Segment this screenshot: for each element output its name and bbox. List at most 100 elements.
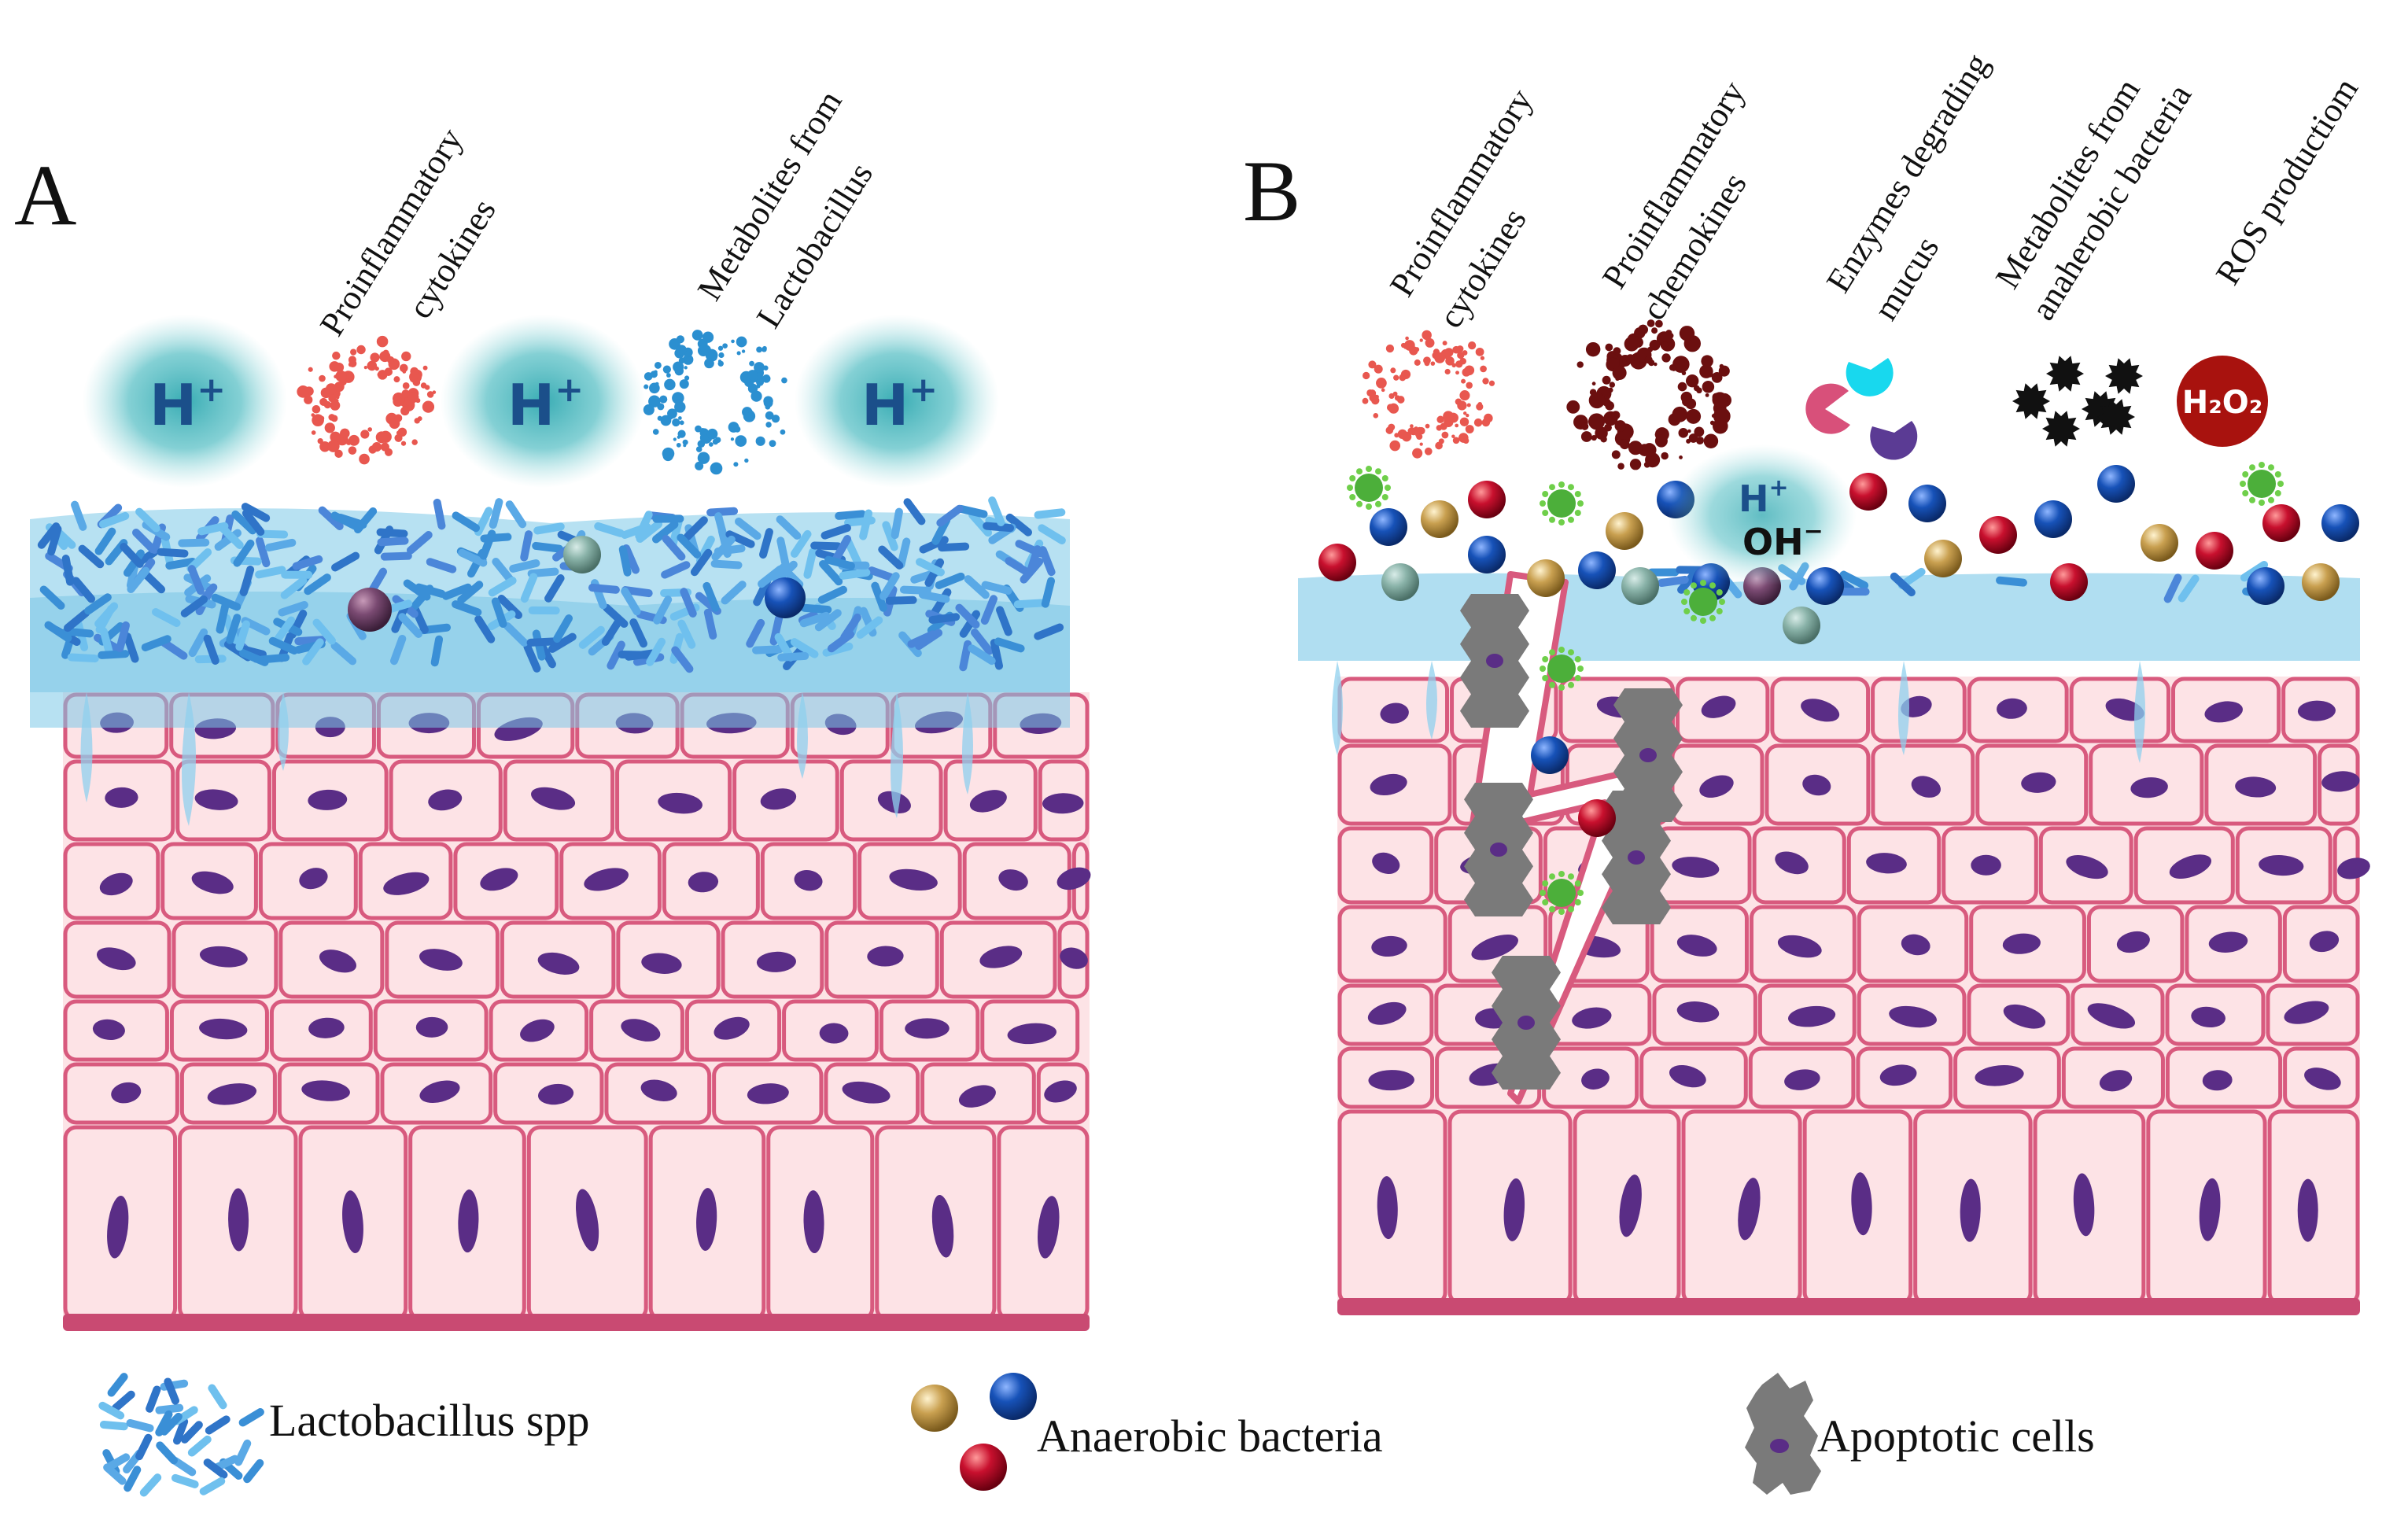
cell-nucleus [979,946,1023,968]
virus-spike [1574,656,1581,662]
lactobacillus-rod [243,1458,264,1484]
signal-molecule [1713,418,1728,434]
lactobacillus-rod [1038,524,1066,544]
signal-molecule [400,441,407,446]
lactobacillus-rod [235,620,250,651]
signal-molecule [717,360,722,363]
signal-molecule [695,425,702,433]
signal-molecule [781,377,787,384]
lactobacillus-rod [492,558,515,584]
cell-nucleus [1851,1172,1872,1236]
signal-molecule [755,436,765,446]
lactobacillus-rod [72,577,96,603]
signal-molecule [1675,360,1680,365]
cell-nucleus [1901,934,1930,956]
lactobacillus-rod [99,627,114,658]
lactobacillus-rod [1005,513,1033,537]
virus-spike [1542,491,1549,497]
basement-membrane [1337,1298,2360,1315]
lactobacillus-rod [928,613,961,624]
bacterium-blue [765,577,806,618]
virus-spike [1375,468,1381,475]
apoptotic-nucleus [1639,748,1657,762]
signal-molecule [1466,382,1473,389]
signal-molecule [1476,403,1484,411]
signal-molecule [682,354,694,365]
anaerobic-bacterium [2034,500,2072,538]
cell-nucleus [576,1189,599,1252]
lactobacillus-rod [980,595,998,625]
ros-particle-icon [2105,358,2143,394]
signal-molecule [432,390,437,394]
lactobacillus-rod [800,603,832,614]
signal-molecule [1463,411,1467,415]
signal-molecule [1443,411,1454,422]
signal-molecule [1718,365,1730,377]
signal-molecule [652,429,659,435]
cell-nucleus [889,868,938,891]
lactobacillus-rod [988,496,1005,526]
virus-spike [1542,510,1549,516]
virus-spike [1568,516,1574,523]
oh-ion-label-b: OH− [1742,518,1824,563]
signal-molecule [1680,391,1693,404]
cell-nucleus [2297,1178,2318,1242]
cell-nucleus [1471,935,1518,961]
signal-molecule [1624,336,1639,352]
cell-nucleus [2321,771,2360,792]
signal-molecule [1465,425,1474,434]
cell-nucleus [905,1018,950,1039]
signal-molecule [650,371,658,378]
legend-apoptotic: Apoptotic cells [1745,1373,2095,1495]
signal-molecule [755,378,765,386]
lactobacillus-rod [39,585,65,610]
legend-lactobacillus: Lactobacillus spp [98,1373,590,1497]
lactobacillus-rod [601,618,622,646]
signal-molecule [1591,382,1596,386]
signal-molecule [312,404,321,414]
signal-molecule [643,404,655,415]
lactobacillus-rod [957,504,988,518]
apoptotic-cell-icon [1745,1373,1821,1495]
legend: Lactobacillus spp Anaerobic bacteria Apo… [98,1373,2095,1497]
signal-molecule [319,441,330,452]
lactobacillus-rod [238,649,269,666]
lactobacillus-rod [47,525,62,556]
panel-a-letter: A [14,147,76,243]
virus-spike [1549,484,1555,491]
cell-nucleus [99,872,133,896]
cell-nucleus [1368,1070,1414,1091]
signal-molecule [1612,365,1627,381]
virus-spike [2249,496,2255,503]
signal-molecule [401,351,411,362]
cell-nucleus [191,871,234,894]
lactobacillus-rod [594,522,625,537]
lactobacillus-rod [278,600,308,617]
lactobacillus-rod [304,573,331,596]
signal-molecule [1441,431,1449,439]
signal-molecule [1473,418,1483,427]
signal-molecule [678,416,682,420]
lactobacillus-rod [415,583,446,598]
anaerobic-bacterium [2262,504,2300,542]
signal-molecule [359,453,370,465]
signal-molecule [1699,364,1713,378]
lactobacillus-rod [255,537,271,568]
cell-nucleus [199,946,248,968]
lactobacillus-rod [61,555,75,586]
lactobacillus-rod [769,614,784,646]
bacterium-blue-icon [990,1373,1037,1420]
lactobacillus-rod [994,637,1025,653]
lactobacillus-rod [935,572,965,589]
virus-spike [1349,475,1356,481]
signal-molecule [1484,413,1493,423]
h-ion-label: H+ [507,370,584,438]
cell-nucleus [1699,775,1734,798]
lactobacillus-rod [155,1403,184,1414]
lactobacillus-rod [503,621,529,647]
anaerobic-bacterium [1370,508,1407,546]
signal-molecule [410,367,419,376]
anaerobic-bacterium [2050,563,2088,601]
cell-nucleus [1377,1176,1398,1240]
lactobacillus-rod [1658,575,1689,587]
